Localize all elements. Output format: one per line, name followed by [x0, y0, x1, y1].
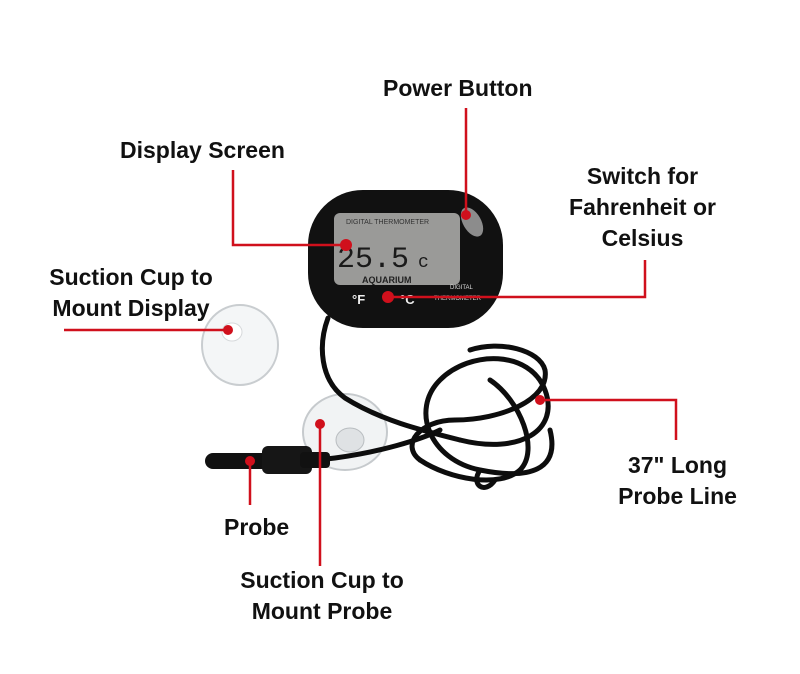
- label-line: Mount Probe: [251, 598, 393, 624]
- reading-unit: c: [418, 253, 429, 273]
- label-probe: Probe: [224, 514, 290, 540]
- label-probe-line: 37" Long Probe Line: [605, 450, 750, 512]
- label-switch: Switch for Fahrenheit or Celsius: [560, 161, 725, 254]
- label-suction-cup-probe: Suction Cup to Mount Probe: [222, 565, 422, 627]
- callout-lines: [64, 108, 678, 566]
- callout-dots: [223, 210, 545, 466]
- screen-footer: AQUARIUM: [362, 275, 412, 285]
- label-line: Switch for: [586, 163, 699, 189]
- probe-cable: [297, 315, 555, 490]
- probe: [205, 446, 330, 474]
- label-suction-cup-display: Suction Cup to Mount Display: [36, 262, 226, 324]
- body-text-digital: DIGITAL: [450, 285, 474, 291]
- label-line: 37" Long: [627, 452, 728, 478]
- label-line: Probe Line: [618, 483, 737, 509]
- unit-f-label: °F: [352, 292, 365, 307]
- label-line: Suction Cup to: [240, 567, 404, 593]
- label-line: Fahrenheit or: [569, 194, 716, 220]
- label-line: Suction Cup to: [49, 264, 213, 290]
- body-text-thermometer: THERMOMETER: [434, 296, 482, 302]
- label-display-screen: Display Screen: [120, 137, 285, 163]
- label-line: Celsius: [601, 225, 684, 251]
- thermometer-body: DIGITAL THERMOMETER 25.5 c AQUARIUM °F °…: [308, 190, 503, 328]
- label-power-button: Power Button: [383, 75, 533, 101]
- screen-header: DIGITAL THERMOMETER: [346, 219, 429, 226]
- label-line: Mount Display: [52, 295, 210, 321]
- unit-c-label: °C: [400, 292, 415, 307]
